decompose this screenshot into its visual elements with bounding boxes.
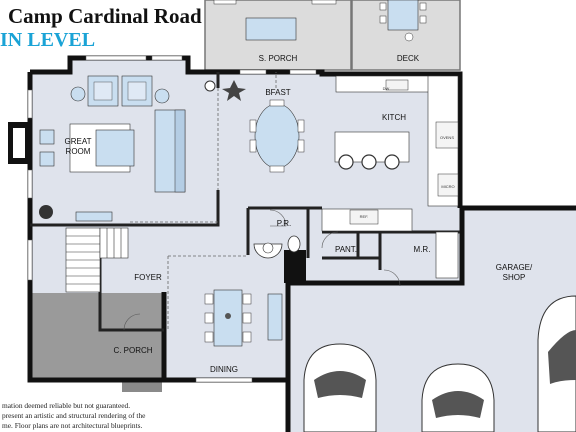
c-porch-label: C. PORCH <box>113 346 152 355</box>
plant-icon <box>222 80 246 101</box>
deck-chair <box>379 15 387 24</box>
breakfast-table <box>254 103 300 169</box>
sideboard <box>267 293 283 341</box>
openings <box>130 72 277 330</box>
garage-label: GARAGE/ <box>496 263 533 272</box>
ottoman <box>39 129 55 145</box>
breakfast-chairs <box>249 99 305 173</box>
car-icon <box>421 363 495 432</box>
sink <box>262 242 274 254</box>
disclaimer-line: me. Floor plans are not architectural bl… <box>2 421 143 430</box>
deck-stool <box>404 32 414 42</box>
door-swings <box>123 209 401 331</box>
media-console <box>75 211 113 222</box>
powder-room-label: P.R. <box>277 219 292 228</box>
page-subtitle: IN LEVEL <box>0 29 96 51</box>
centerpiece-icon <box>225 313 231 319</box>
porch-sofa <box>245 17 297 41</box>
covered-porch-floor <box>30 293 165 378</box>
deck-chair <box>419 2 427 11</box>
porch-bench <box>213 0 237 5</box>
car-icon <box>303 343 377 432</box>
cooktop <box>435 121 459 149</box>
windows <box>27 55 317 383</box>
page-title: Camp Cardinal Road <box>8 4 202 28</box>
chimney-wall <box>284 250 306 283</box>
kitchen-sink <box>385 79 409 91</box>
disclaimer-line: mation deemed reliable but not guarantee… <box>2 401 131 410</box>
sofa-back <box>174 109 186 193</box>
toilet <box>287 235 301 253</box>
stairs <box>65 227 129 293</box>
kitch-label: KITCH <box>382 113 406 122</box>
refrigerator <box>349 209 379 225</box>
planter <box>204 80 216 92</box>
dining-label: DINING <box>210 365 238 374</box>
foyer-label: FOYER <box>134 273 162 282</box>
bar-stools <box>338 154 400 170</box>
pantry-label: PANT. <box>335 245 357 254</box>
disclaimer-line: present an artistic and structural rende… <box>2 411 146 420</box>
mudroom-label: M.R. <box>414 245 431 254</box>
garage-label: SHOP <box>503 273 526 282</box>
dining-chairs <box>204 293 252 343</box>
armchair <box>121 75 153 107</box>
side-table <box>70 86 86 102</box>
great-room-label: GREAT <box>65 137 92 146</box>
plant-icon <box>39 205 53 219</box>
side-table <box>154 88 170 104</box>
deck-table <box>387 0 419 31</box>
great-room-label: ROOM <box>66 147 91 156</box>
fireplace-opening <box>13 128 25 158</box>
coffee-ottoman <box>95 129 135 167</box>
armchair-seat <box>127 81 147 101</box>
ovens-label: OVENS <box>440 135 454 140</box>
deck-label: DECK <box>397 54 420 63</box>
armchair-seat <box>93 81 113 101</box>
deck-chair <box>379 2 387 11</box>
mudroom-bench <box>435 231 459 279</box>
porch-bench <box>311 0 337 5</box>
dw-label: DW <box>383 86 390 91</box>
car-icon <box>537 295 576 432</box>
ref-label: REF. <box>360 214 369 219</box>
microwave <box>437 173 459 197</box>
bfast-label: BFAST <box>265 88 290 97</box>
disclaimer: mation deemed reliable but not guarantee… <box>2 401 145 431</box>
ottoman <box>39 151 55 167</box>
s-porch-label: S. PORCH <box>259 54 298 63</box>
deck-chair <box>419 15 427 24</box>
micro-label: MICRO <box>441 184 454 189</box>
